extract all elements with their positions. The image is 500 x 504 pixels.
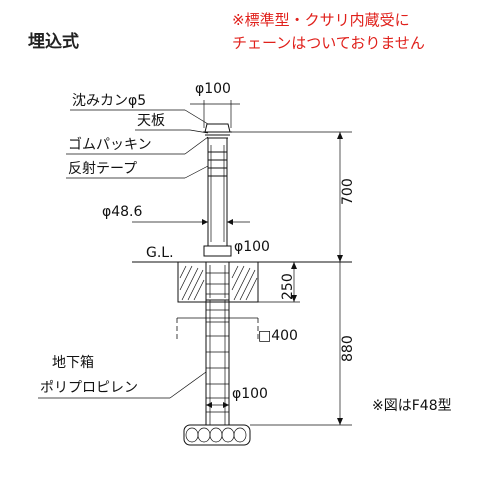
dim-total-depth: 880	[340, 335, 356, 362]
label-underground-box: 地下箱	[52, 355, 94, 371]
diagram-title: 埋込式	[28, 31, 79, 52]
label-cap: 沈みカンφ5	[72, 93, 146, 109]
dim-top-diameter: φ100	[195, 81, 231, 97]
label-polypropylene: ポリプロピレン	[40, 380, 138, 396]
concrete-block	[177, 261, 259, 303]
notice-line-2: チェーンはついておりません	[232, 34, 425, 52]
reflective-band-bottom	[207, 167, 228, 177]
model-note: ※図はF48型	[372, 398, 452, 414]
reflective-band-top	[207, 151, 228, 161]
label-top-plate: 天板	[137, 113, 165, 129]
notice-line-1: ※標準型・クサリ内蔵受に	[232, 11, 410, 29]
dim-bottom-diameter: φ100	[232, 386, 268, 402]
dim-box-depth: 250	[280, 273, 296, 300]
label-ground-level: G.L.	[146, 245, 174, 261]
dim-collar-diameter: φ100	[234, 239, 270, 255]
top-cap	[204, 123, 231, 133]
underground-sleeve	[205, 261, 230, 425]
collar	[203, 245, 232, 257]
label-gasket: ゴムパッキン	[68, 136, 152, 153]
label-pipe-diameter: φ48.6	[102, 204, 143, 220]
dim-height-above: 700	[340, 178, 356, 205]
dim-square: □400	[258, 328, 298, 344]
bollard-post	[203, 123, 232, 257]
gravel-base	[183, 424, 251, 446]
label-reflective-tape: 反射テープ	[68, 161, 137, 177]
